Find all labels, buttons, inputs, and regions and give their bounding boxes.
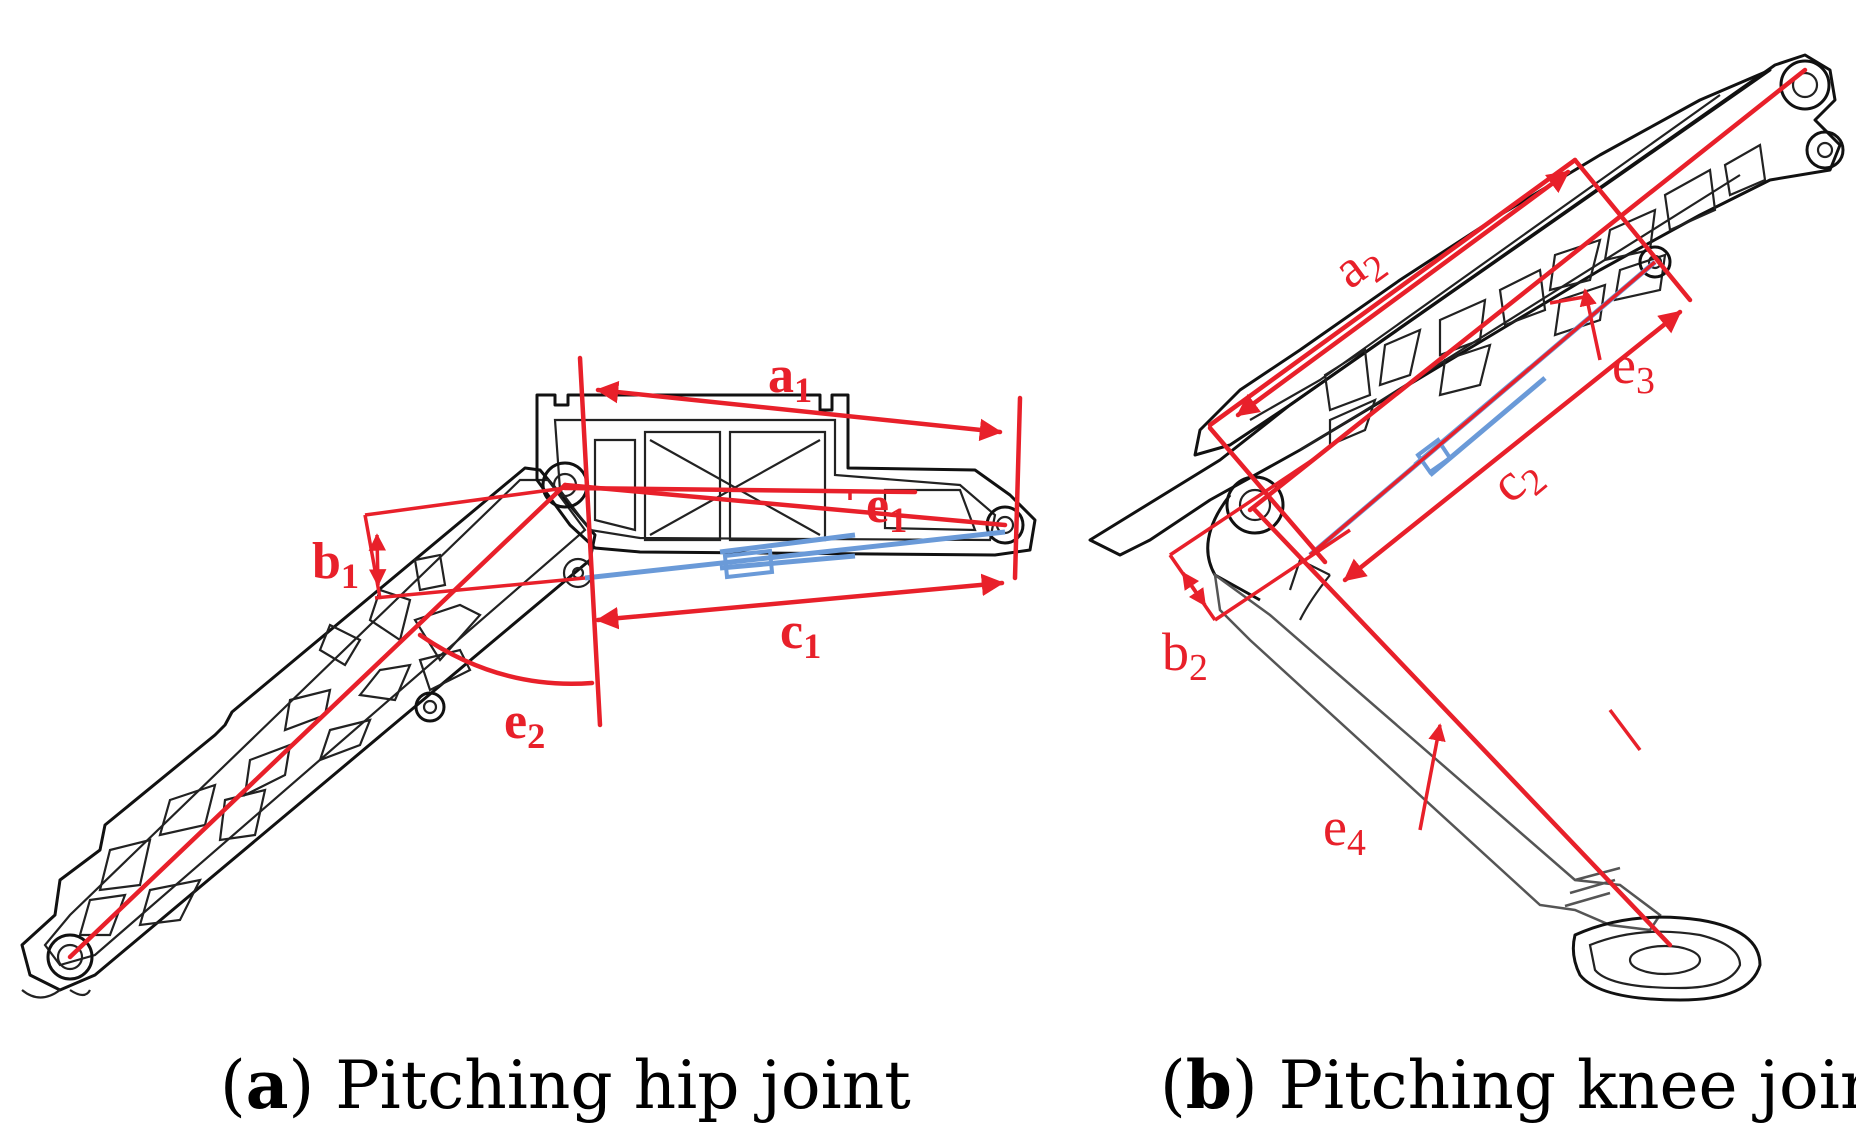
label-a1: a1 (768, 347, 812, 410)
panel-a-thigh-link (20, 466, 597, 999)
panel-a-diagram: a1 b1 c1 e1 e2 (20, 347, 1037, 999)
panel-a-hip-housing (535, 393, 1037, 589)
panel-b-shank-link (1213, 558, 1762, 1002)
panel-b-annotations (1168, 67, 1808, 948)
label-c1: c1 (780, 603, 821, 666)
label-b2: b2 (1162, 622, 1208, 689)
label-e4: e4 (1323, 797, 1366, 864)
label-e1: e1 (866, 477, 907, 540)
panel-a-linear-actuator (584, 529, 1006, 581)
label-a2: a2 (1322, 226, 1396, 305)
caption-panel-b: (b) Pitching knee joint (1160, 1046, 1856, 1124)
label-e2: e2 (504, 693, 545, 756)
panel-b-thigh-link (1088, 53, 1845, 602)
label-b1: b1 (312, 533, 359, 596)
label-e3: e3 (1612, 335, 1655, 402)
panel-b-diagram: a2 b2 c2 e3 e4 (1088, 53, 1845, 1002)
label-c2: c2 (1479, 441, 1555, 520)
caption-panel-a: (a) Pitching hip joint (220, 1046, 911, 1124)
panel-a-annotations (67, 355, 1023, 960)
